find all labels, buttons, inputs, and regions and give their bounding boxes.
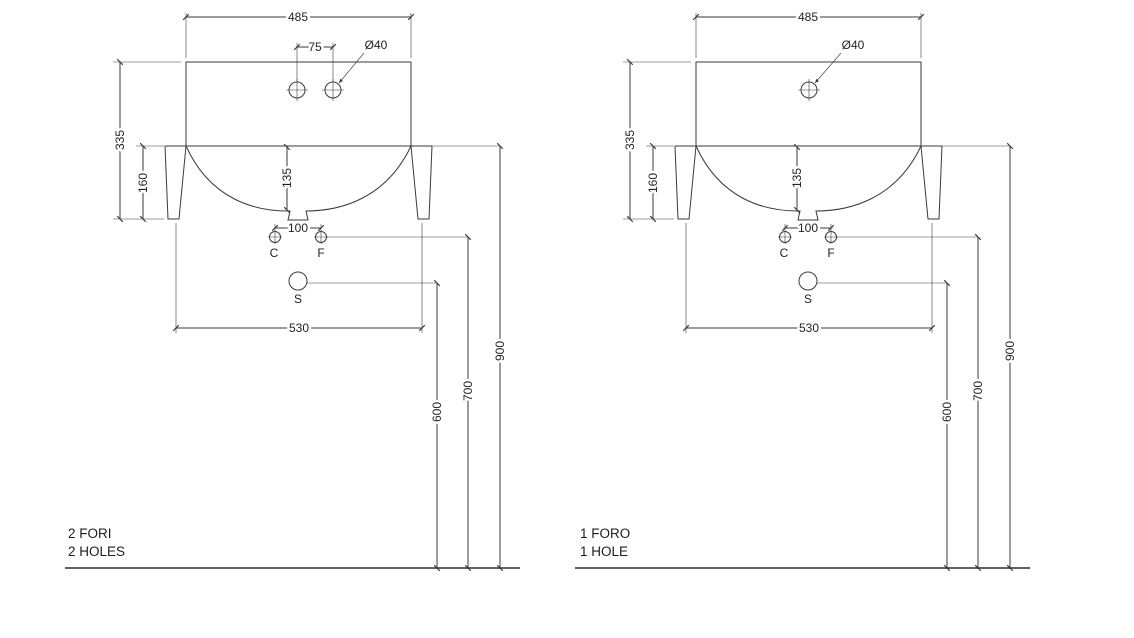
dim-inner-depth: 135 — [788, 143, 807, 214]
faucet-hole-center-crosshair — [798, 79, 820, 101]
dim-top-width: 485 — [692, 8, 925, 58]
siphon-label: S — [804, 292, 812, 306]
dim-hole-spacing: 75 — [293, 38, 337, 81]
dim-bottom-width-label: 530 — [799, 321, 819, 335]
dim-overall-height-label: 335 — [623, 130, 637, 150]
extension-lines — [185, 13, 412, 58]
hot-water-label: F — [827, 246, 834, 260]
faucet-hole-center-crosshair — [286, 79, 308, 101]
hot-water-label: F — [317, 246, 324, 260]
dim-siphon-height-label: 600 — [430, 402, 444, 422]
leader-line — [338, 52, 365, 84]
dim-inner-depth-label: 135 — [790, 168, 804, 188]
dim-cf-spacing-label: 100 — [288, 221, 308, 235]
dim-rim-height: 900 — [432, 142, 510, 572]
dim-supply-height-label: 700 — [461, 381, 475, 401]
basin-right-fin — [410, 145, 433, 220]
dim-apron-height-label: 160 — [136, 173, 150, 193]
caption-one-hole: 1 FORO 1 HOLE — [580, 526, 630, 559]
dim-rim-height-label: 900 — [493, 341, 507, 361]
hole-diameter-label: Ø40 — [842, 38, 865, 52]
caption-two-holes: 2 FORI 2 HOLES — [68, 526, 125, 559]
water-connections: 100 C F S — [267, 219, 328, 309]
siphon-label: S — [294, 292, 302, 306]
dim-siphon-height: 600 — [817, 279, 957, 572]
caption-line-italian: 2 FORI — [68, 526, 112, 541]
dim-overall-height-label: 335 — [113, 130, 127, 150]
basin-outline — [164, 61, 433, 221]
caption-line-english: 2 HOLES — [68, 544, 125, 559]
drawing-one-hole: 485 Ø40 335 160 135 100 — [575, 8, 1030, 572]
dim-inner-depth-label: 135 — [280, 168, 294, 188]
water-connections: 100 C F S — [777, 219, 838, 309]
basin-left-fin — [164, 145, 187, 220]
dim-overall-height: 335 — [111, 58, 181, 223]
hot-water-crosshair — [314, 230, 328, 244]
caption-line-english: 1 HOLE — [580, 544, 628, 559]
faucet-hole-right-crosshair — [322, 79, 344, 101]
dim-bottom-width: 530 — [172, 223, 426, 338]
dim-supply-height-label: 700 — [971, 381, 985, 401]
basin-tank-outline — [185, 61, 412, 146]
cold-water-label: C — [780, 246, 789, 260]
extension-lines — [685, 223, 933, 333]
dim-apron-height: 160 — [134, 142, 164, 223]
extension-lines — [175, 223, 423, 333]
dim-top-width-label: 485 — [288, 10, 308, 24]
caption-line-italian: 1 FORO — [580, 526, 630, 541]
dim-rim-height-label: 900 — [1003, 341, 1017, 361]
cold-water-label: C — [270, 246, 279, 260]
faucet-holes — [798, 79, 820, 101]
basin-outline — [674, 61, 943, 221]
dim-bottom-width-label: 530 — [289, 321, 309, 335]
siphon-connection — [798, 271, 818, 291]
cold-water-crosshair — [778, 230, 792, 244]
hole-diameter-label: Ø40 — [365, 38, 388, 52]
hole-diameter-callout: Ø40 — [338, 36, 390, 84]
dim-apron-height: 160 — [644, 142, 674, 223]
dim-apron-height-label: 160 — [646, 173, 660, 193]
dim-rim-height: 900 — [942, 142, 1020, 572]
dim-siphon-height-label: 600 — [940, 402, 954, 422]
basin-left-fin — [674, 145, 697, 220]
dim-hole-spacing-label: 75 — [308, 40, 322, 54]
hole-diameter-callout: Ø40 — [814, 36, 867, 84]
dim-supply-height: 700 — [327, 233, 478, 572]
dim-siphon-height: 600 — [307, 279, 447, 572]
leader-line — [814, 52, 842, 84]
dim-cf-spacing-label: 100 — [798, 221, 818, 235]
hot-water-crosshair — [824, 230, 838, 244]
drawing-two-holes: 485 75 Ø40 335 160 135 — [65, 8, 520, 572]
extension-lines — [695, 13, 922, 58]
dim-inner-depth: 135 — [278, 143, 297, 214]
faucet-holes — [286, 79, 344, 101]
dim-overall-height: 335 — [621, 58, 691, 223]
basin-bowl-underside — [695, 145, 922, 221]
basin-bowl-underside — [185, 145, 412, 221]
dim-bottom-width: 530 — [682, 223, 936, 338]
siphon-connection — [288, 271, 308, 291]
basin-tank-outline — [695, 61, 922, 146]
basin-right-fin — [920, 145, 943, 220]
dim-top-width: 485 — [182, 8, 415, 58]
dim-supply-height: 700 — [837, 233, 988, 572]
cold-water-crosshair — [268, 230, 282, 244]
dim-top-width-label: 485 — [798, 10, 818, 24]
